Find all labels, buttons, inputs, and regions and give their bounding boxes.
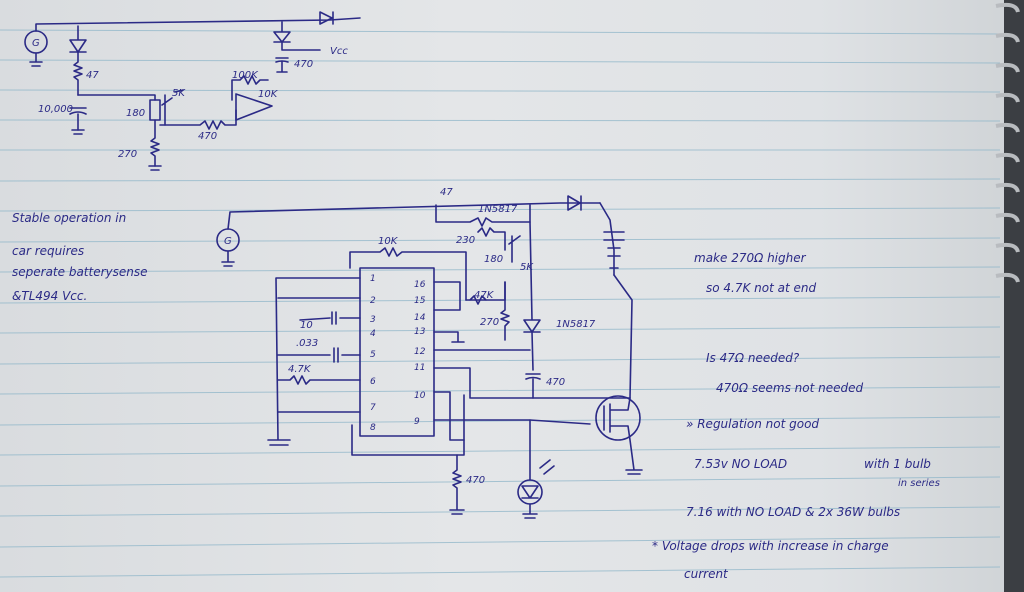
svg-text:» Regulation not good: » Regulation not good <box>686 417 819 431</box>
left-note: Stable operation in car requires seperat… <box>12 211 148 303</box>
svg-text:100K: 100K <box>232 70 259 81</box>
svg-text:current: current <box>684 567 729 581</box>
top-output-diode <box>319 11 334 25</box>
tl494-ic <box>359 267 435 437</box>
svg-text:1N5817: 1N5817 <box>556 319 596 330</box>
main-output-diode <box>567 195 582 211</box>
svg-text:47K: 47K <box>474 290 495 301</box>
svg-text:seperate batterysense: seperate batterysense <box>12 265 148 279</box>
svg-text:11: 11 <box>414 363 425 373</box>
svg-text:15: 15 <box>414 296 426 306</box>
top-opamp <box>235 93 273 121</box>
svg-text:in series: in series <box>898 478 940 489</box>
svg-text:12: 12 <box>414 347 426 357</box>
svg-text:G: G <box>224 236 232 247</box>
top-r-divider-top <box>149 99 161 121</box>
svg-text:2: 2 <box>370 296 376 306</box>
svg-text:270: 270 <box>118 149 137 160</box>
top-generator-label: G <box>32 38 40 49</box>
svg-text:7.53v NO LOAD: 7.53v NO LOAD <box>694 457 787 471</box>
top-vcc-label: Vcc <box>330 46 348 57</box>
svg-text:6: 6 <box>370 377 376 387</box>
svg-text:270: 270 <box>480 317 499 328</box>
svg-text:5K: 5K <box>172 88 186 99</box>
svg-text:* Voltage drops with increase: * Voltage drops with increase in charge <box>652 539 889 553</box>
svg-text:470: 470 <box>546 377 565 388</box>
svg-text:so 4.7K not at end: so 4.7K not at end <box>706 281 817 295</box>
svg-text:7: 7 <box>370 403 376 413</box>
svg-text:8: 8 <box>370 423 376 433</box>
svg-text:car requires: car requires <box>12 244 84 258</box>
main-circuit: G 47 1N5817 230 180 5K 1N5817 470 1 2 3 … <box>216 187 643 519</box>
svg-text:with 1 bulb: with 1 bulb <box>864 457 931 471</box>
svg-text:470Ω seems not needed: 470Ω seems not needed <box>716 381 864 395</box>
svg-text:Stable operation in: Stable operation in <box>12 211 126 225</box>
svg-text:180: 180 <box>126 108 145 119</box>
svg-text:230: 230 <box>456 235 475 246</box>
svg-text:16: 16 <box>414 280 426 290</box>
svg-text:5: 5 <box>370 350 376 360</box>
top-circuit: G 47 10,000 180 270 5K 470 100K 10K <box>24 11 361 171</box>
svg-text:14: 14 <box>414 313 426 323</box>
svg-text:470: 470 <box>466 475 485 486</box>
svg-text:3: 3 <box>370 315 376 325</box>
svg-text:9: 9 <box>414 417 420 427</box>
svg-text:&TL494 Vcc.: &TL494 Vcc. <box>12 289 87 303</box>
svg-text:470: 470 <box>198 131 217 142</box>
svg-text:13: 13 <box>414 327 426 337</box>
svg-text:47: 47 <box>440 187 453 198</box>
svg-text:180: 180 <box>484 254 503 265</box>
led-symbol <box>517 479 543 505</box>
svg-text:make 270Ω higher: make 270Ω higher <box>694 251 807 265</box>
svg-text:7.16 with NO LOAD & 2x 36W bul: 7.16 with NO LOAD & 2x 36W bulbs <box>686 505 900 519</box>
svg-text:4.7K: 4.7K <box>288 364 312 375</box>
svg-text:1N5817: 1N5817 <box>478 204 518 215</box>
svg-text:.033: .033 <box>296 338 318 349</box>
spiral-binding <box>995 0 1024 592</box>
svg-text:1: 1 <box>370 274 376 284</box>
svg-text:Is 47Ω needed?: Is 47Ω needed? <box>706 351 800 365</box>
svg-text:10: 10 <box>414 391 426 401</box>
top-c-filter: 10,000 <box>38 104 73 115</box>
svg-text:10K: 10K <box>258 89 279 100</box>
right-notes: make 270Ω higher so 4.7K not at end Is 4… <box>652 251 940 581</box>
svg-text:470: 470 <box>294 59 313 70</box>
top-r-series: 47 <box>86 70 99 81</box>
svg-text:4: 4 <box>370 329 376 339</box>
mosfet-symbol <box>595 395 641 441</box>
svg-text:10K: 10K <box>378 236 399 247</box>
svg-text:10: 10 <box>300 320 313 331</box>
svg-text:5K: 5K <box>520 262 534 273</box>
